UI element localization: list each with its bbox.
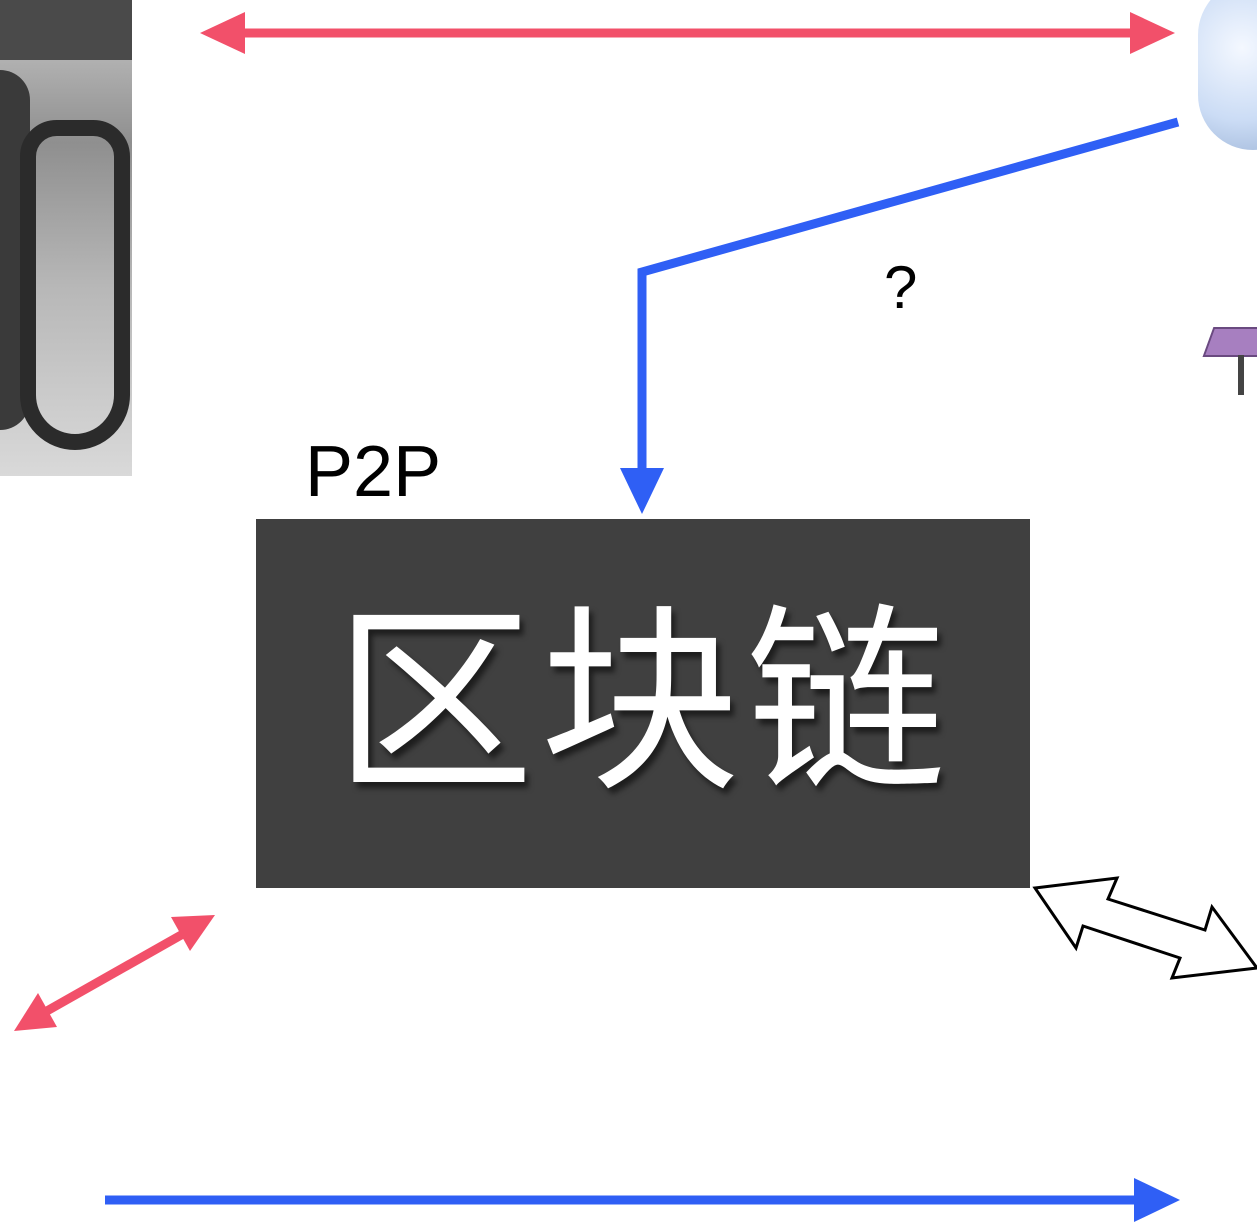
blockchain-node: 区块链 bbox=[256, 519, 1030, 888]
cloud-icon bbox=[1198, 0, 1257, 150]
table-leg bbox=[1238, 355, 1244, 395]
edge-label-question: ? bbox=[884, 254, 918, 321]
top-red-double-arrow bbox=[200, 12, 1175, 54]
photo-person-at-computer bbox=[0, 0, 132, 476]
table-icon bbox=[1202, 315, 1257, 395]
photo-dark-strip bbox=[0, 0, 132, 60]
bottom-left-red-double-arrow bbox=[14, 915, 215, 1031]
bottom-blue-arrow bbox=[105, 1178, 1180, 1222]
blockchain-node-label: 区块链 bbox=[333, 586, 952, 820]
blue-bent-arrow bbox=[620, 117, 1180, 514]
p2p-caption: P2P bbox=[305, 432, 442, 512]
hollow-double-arrow bbox=[1032, 876, 1257, 980]
